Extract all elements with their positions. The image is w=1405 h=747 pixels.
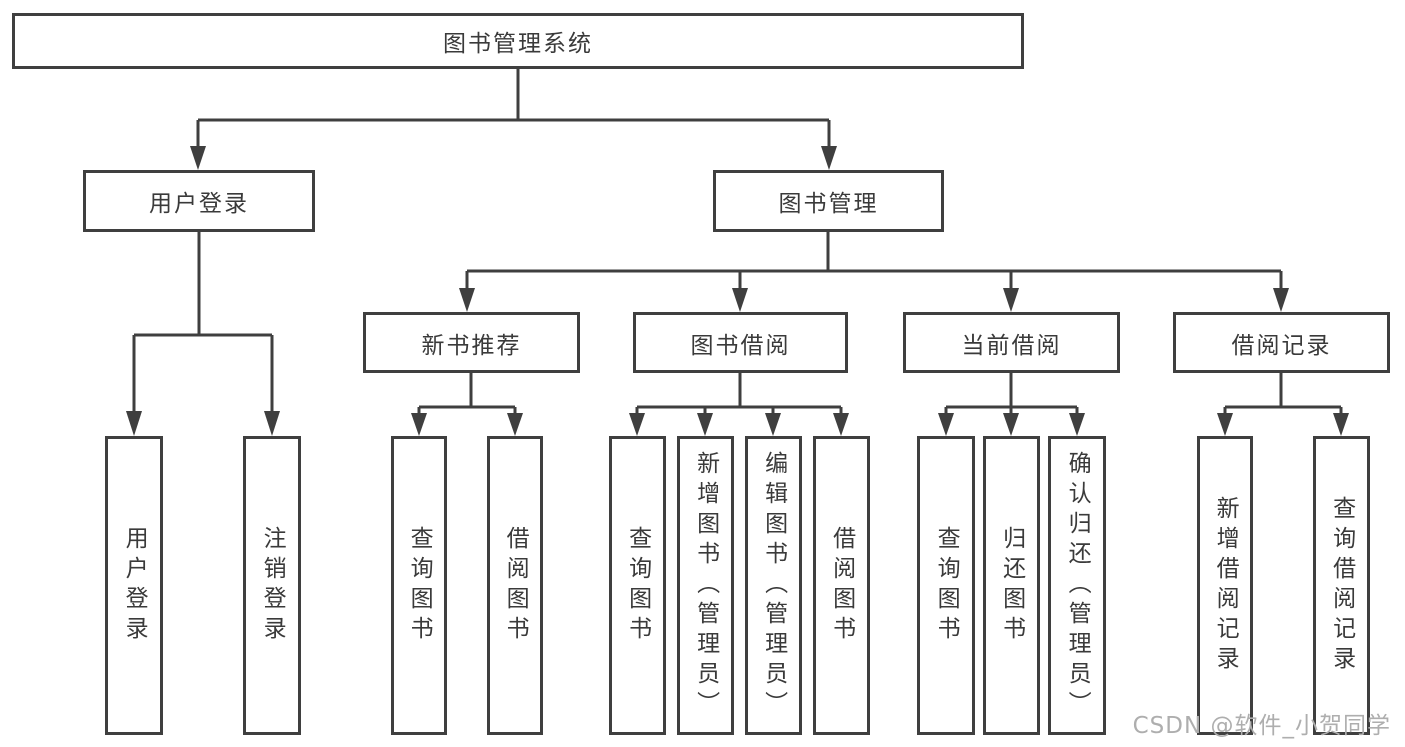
- leaf-add-borrow-record: 新增借阅记录: [1197, 436, 1253, 735]
- node-label: 当前借阅: [961, 332, 1062, 359]
- leaf-add-books-admin: 新增图书（管理员）: [677, 436, 734, 735]
- leaf-confirm-return-admin: 确认归还（管理员）: [1048, 436, 1106, 735]
- leaf-label: 编辑图书（管理员）: [760, 450, 787, 721]
- node-new-book-recommendation: 新书推荐: [363, 312, 580, 373]
- leaf-label: 用户登录: [121, 525, 148, 646]
- node-label: 借阅记录: [1231, 332, 1332, 359]
- leaf-query-books-current: 查询图书: [917, 436, 975, 735]
- node-book-borrowing: 图书借阅: [633, 312, 848, 373]
- leaf-label: 查询借阅记录: [1328, 495, 1355, 676]
- leaf-label: 新增借阅记录: [1212, 495, 1239, 676]
- leaf-label: 归还图书: [998, 525, 1025, 646]
- node-borrowing-records: 借阅记录: [1173, 312, 1390, 373]
- node-label: 图书管理: [778, 191, 879, 217]
- leaf-label: 查询图书: [406, 525, 433, 646]
- leaf-query-books-borrow: 查询图书: [609, 436, 666, 735]
- leaf-label: 查询图书: [933, 525, 960, 646]
- node-book-management: 图书管理: [713, 170, 944, 232]
- node-label: 用户登录: [149, 191, 249, 217]
- leaf-user-login: 用户登录: [105, 436, 163, 735]
- node-root-book-management-system: 图书管理系统: [12, 13, 1024, 69]
- leaf-logout: 注销登录: [243, 436, 301, 735]
- node-user-login: 用户登录: [83, 170, 315, 232]
- leaf-return-books: 归还图书: [983, 436, 1040, 735]
- leaf-query-borrow-record: 查询借阅记录: [1313, 436, 1370, 735]
- csdn-watermark: CSDN @软件_小贺同学: [1132, 713, 1391, 739]
- node-label: 图书借阅: [690, 332, 791, 359]
- leaf-query-books-recommend: 查询图书: [391, 436, 447, 735]
- leaf-borrow-books-recommend: 借阅图书: [487, 436, 543, 735]
- node-label: 新书推荐: [421, 332, 522, 359]
- leaf-label: 借阅图书: [502, 525, 529, 646]
- leaf-borrow-books: 借阅图书: [813, 436, 870, 735]
- node-current-borrowing: 当前借阅: [903, 312, 1120, 373]
- leaf-edit-books-admin: 编辑图书（管理员）: [745, 436, 802, 735]
- leaf-label: 借阅图书: [828, 525, 855, 646]
- leaf-label: 新增图书（管理员）: [692, 450, 719, 721]
- node-label: 图书管理系统: [443, 31, 593, 57]
- leaf-label: 注销登录: [259, 525, 286, 646]
- leaf-label: 查询图书: [624, 525, 651, 646]
- leaf-label: 确认归还（管理员）: [1064, 450, 1091, 721]
